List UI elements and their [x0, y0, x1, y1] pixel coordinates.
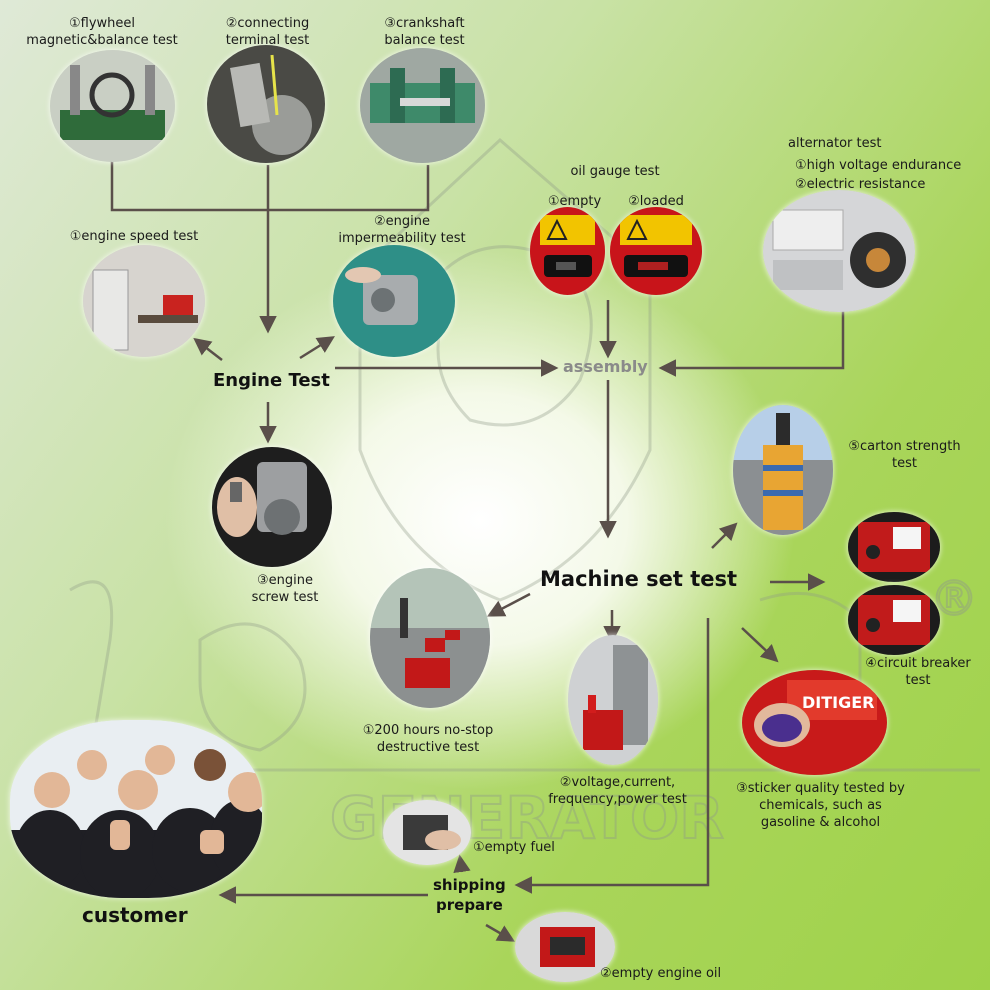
- engine-impermeability-photo: [333, 245, 455, 357]
- impermeability-label-line2: impermeability test: [338, 231, 466, 246]
- shipping-prepare-line2: prepare: [436, 896, 503, 914]
- voltage-label-line2: frequency,power test: [548, 792, 687, 807]
- connecting-label-line2: terminal test: [225, 33, 310, 48]
- oil-loaded-label: ②loaded: [628, 194, 684, 209]
- crankshaft-label: ③crankshaft balance test: [372, 15, 477, 49]
- engine-speed-label: ①engine speed test: [69, 229, 199, 244]
- breaker-label-line1: ④circuit breaker: [865, 656, 971, 671]
- empty-engine-oil-label: ②empty engine oil: [600, 966, 722, 981]
- sticker-label-line3: gasoline & alcohol: [760, 815, 881, 830]
- parts-bracket: [110, 160, 430, 212]
- engine-screw-label: ③engine screw test: [235, 572, 335, 606]
- machine-set-test-node: Machine set test: [540, 567, 738, 591]
- crankshaft-label-line1: ③crankshaft: [384, 16, 465, 31]
- arrow-alternator-to-assembly: [658, 310, 845, 377]
- engine-screw-photo: [212, 447, 332, 567]
- carton-label-line2: test: [892, 456, 917, 471]
- flywheel-label: ①flywheel magnetic&balance test: [18, 15, 186, 49]
- screw-label-line1: ③engine: [257, 573, 313, 588]
- flywheel-label-line1: ①flywheel: [68, 16, 135, 31]
- flywheel-label-line2: magnetic&balance test: [26, 33, 178, 48]
- customer-photo: [10, 720, 262, 898]
- oil-gauge-loaded-photo: [610, 207, 702, 295]
- hours-label-line2: destructive test: [376, 740, 480, 755]
- voltage-test-label: ②voltage,current, frequency,power test: [535, 774, 700, 808]
- oil-gauge-title: oil gauge test: [570, 164, 660, 179]
- screw-label-line2: screw test: [251, 590, 319, 605]
- crankshaft-photo: [360, 48, 485, 163]
- circuit-breaker-label: ④circuit breaker test: [848, 655, 988, 689]
- engine-speed-photo: [83, 245, 205, 357]
- oil-gauge-empty-photo: [530, 207, 605, 295]
- alternator-title: alternator test: [788, 136, 882, 151]
- shipping-prepare-line1: shipping: [433, 876, 506, 894]
- svg-text:DITIGER: DITIGER: [802, 693, 874, 712]
- circuit-breaker-photo-1: [848, 512, 940, 582]
- voltage-label-line1: ②voltage,current,: [559, 775, 676, 790]
- destructive-test-photo: [370, 568, 490, 708]
- arrow-engine-to-impermeability: [299, 336, 335, 360]
- voltage-test-photo: [568, 635, 658, 765]
- assembly-node: assembly: [563, 357, 648, 376]
- hours-label-line1: ①200 hours no-stop: [362, 723, 494, 738]
- empty-fuel-label: ①empty fuel: [473, 840, 555, 855]
- destructive-test-label: ①200 hours no-stop destructive test: [348, 722, 508, 756]
- engine-test-node: Engine Test: [213, 370, 330, 391]
- flywheel-photo: [50, 50, 175, 162]
- sticker-label-line2: chemicals, such as: [759, 798, 882, 813]
- arrow-engine-to-speed: [193, 337, 223, 361]
- arrow-shipping-to-oil: [485, 923, 516, 942]
- sticker-quality-photo: DITIGER: [742, 670, 887, 775]
- arrow-machine-to-carton: [711, 522, 738, 549]
- arrow-machine-to-hours: [486, 592, 531, 617]
- carton-label-line1: ⑤carton strength: [848, 439, 961, 454]
- crankshaft-label-line2: balance test: [384, 33, 465, 48]
- connecting-label-line1: ②connecting: [225, 16, 310, 31]
- connecting-label: ②connecting terminal test: [215, 15, 320, 49]
- empty-fuel-photo: [383, 800, 471, 865]
- breaker-label-line2: test: [905, 673, 931, 688]
- alternator-item1: ①high voltage endurance: [795, 158, 962, 173]
- impermeability-label-line1: ②engine: [374, 214, 430, 229]
- sticker-quality-label: ③sticker quality tested by chemicals, su…: [718, 780, 923, 831]
- arrow-shipping-to-fuel: [453, 854, 471, 874]
- engine-impermeability-label: ②engine impermeability test: [328, 213, 476, 247]
- carton-strength-label: ⑤carton strength test: [832, 438, 977, 472]
- connecting-terminal-photo: [207, 45, 325, 163]
- customer-node: customer: [82, 903, 188, 927]
- sticker-label-line1: ③sticker quality tested by: [736, 781, 905, 796]
- alternator-item2: ②electric resistance: [795, 177, 926, 192]
- carton-strength-photo: [733, 405, 833, 535]
- shipping-prepare-node: shipping prepare: [433, 875, 506, 915]
- alternator-photo: [763, 190, 915, 312]
- oil-empty-label: ①empty: [547, 194, 602, 209]
- circuit-breaker-photo-2: [848, 585, 940, 655]
- empty-engine-oil-photo: [515, 912, 615, 982]
- arrow-machine-to-shipping: [514, 618, 710, 894]
- arrow-machine-to-sticker: [741, 627, 779, 663]
